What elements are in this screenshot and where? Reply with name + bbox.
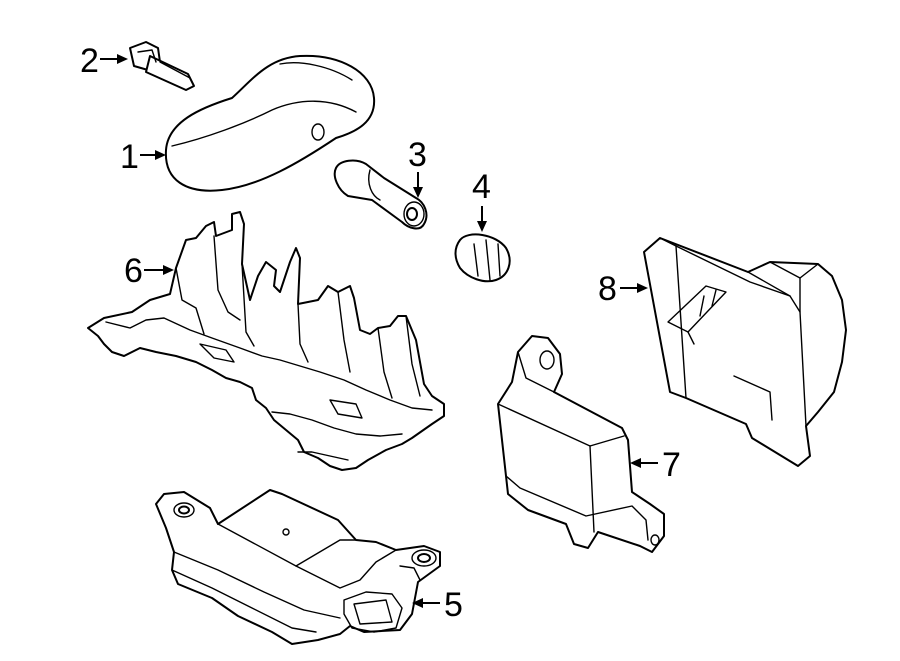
callout-5: 5 [412, 586, 463, 624]
callout-2-label: 2 [80, 42, 99, 80]
part-8-module-bracket [643, 237, 847, 467]
part-3-sleeve [333, 159, 428, 230]
part-6-bracket [87, 211, 445, 471]
part-4-cap [454, 233, 511, 283]
callout-2: 2 [80, 42, 128, 80]
callout-7: 7 [630, 446, 681, 484]
part-5-module [155, 489, 441, 645]
callout-8-label: 8 [598, 270, 617, 308]
callout-6-label: 6 [124, 252, 143, 290]
part-7-module [497, 335, 665, 553]
callout-7-label: 7 [662, 446, 681, 484]
callout-3: 3 [408, 136, 427, 198]
callout-3-label: 3 [408, 136, 427, 174]
part-2-bolt [129, 41, 195, 91]
callout-8: 8 [598, 270, 648, 308]
callout-4-label: 4 [472, 168, 491, 206]
callout-1-label: 1 [120, 138, 139, 176]
part-1-knob-cover [164, 54, 376, 192]
callout-6: 6 [124, 252, 174, 290]
callout-5-label: 5 [444, 586, 463, 624]
callout-4: 4 [472, 168, 491, 232]
callout-1: 1 [120, 138, 166, 176]
